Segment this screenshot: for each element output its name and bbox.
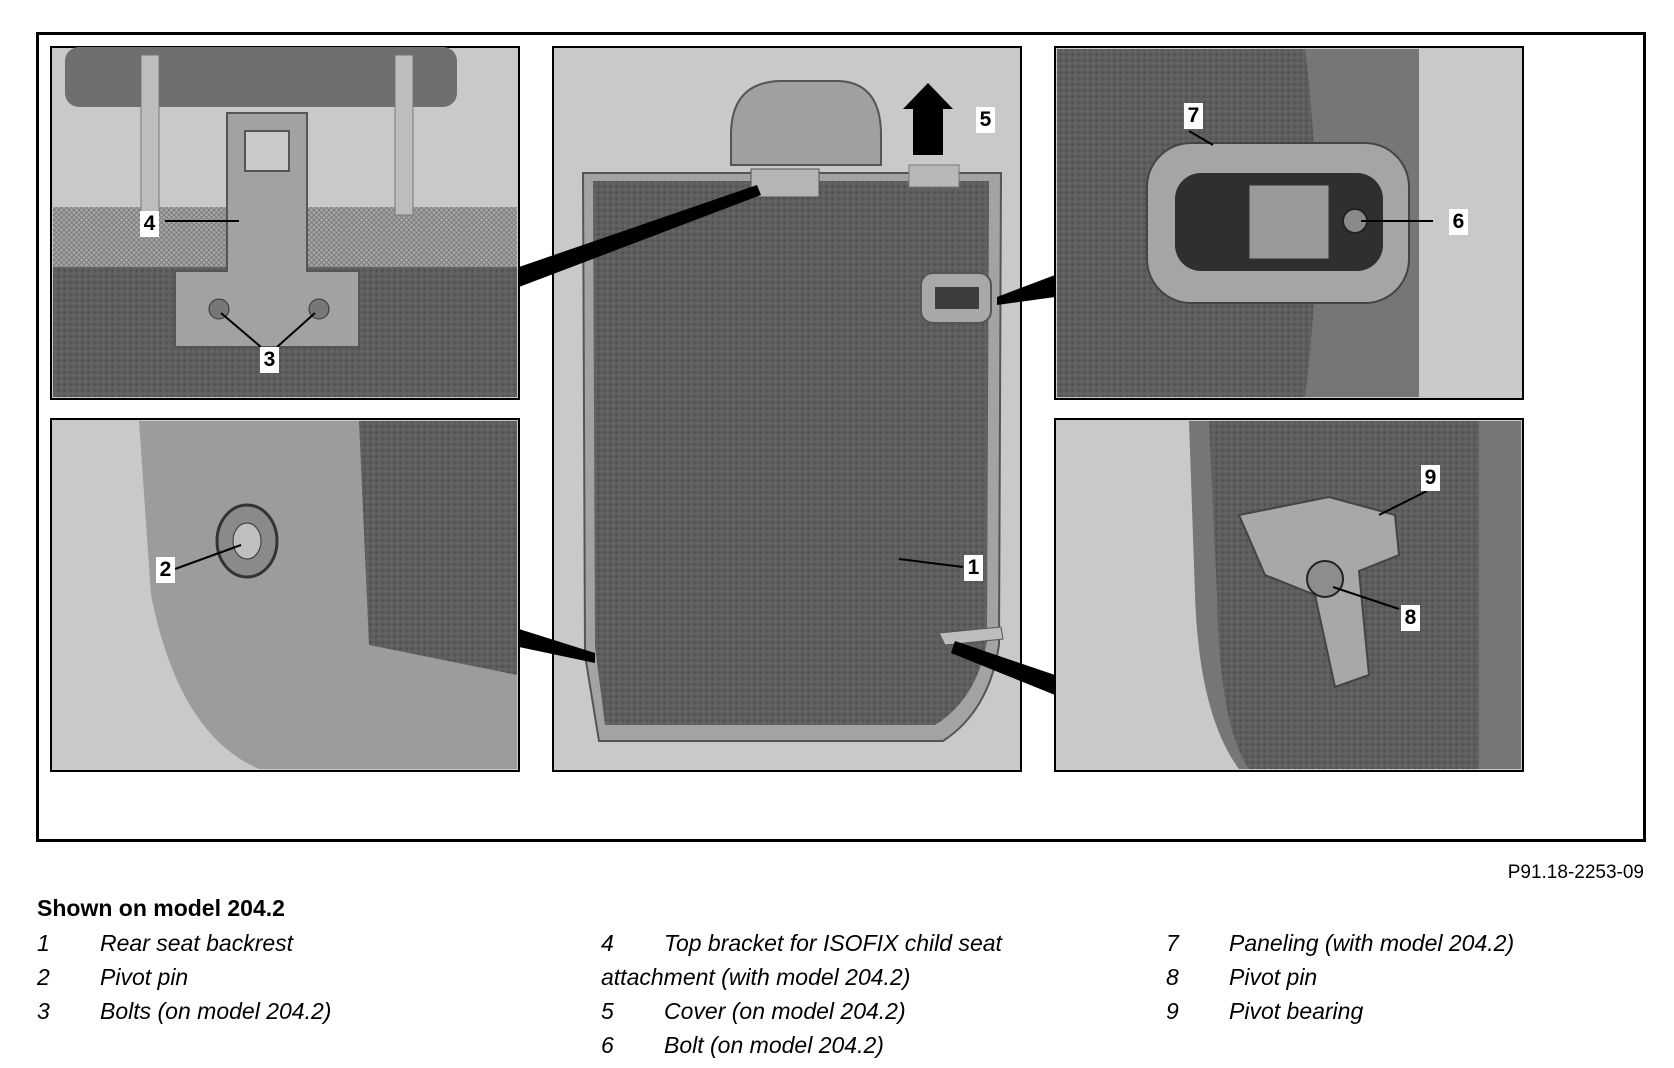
ref-label-5: 5 [976, 107, 995, 133]
legend-num: 1 [37, 930, 50, 956]
legend-num: 8 [1166, 964, 1179, 990]
ref-label-9: 9 [1421, 465, 1440, 491]
legend-item: 8 Pivot pin [1166, 960, 1514, 994]
legend-text-continued: attachment (with model 204.2) [601, 964, 911, 990]
legend-item: 3 Bolts (on model 204.2) [37, 994, 331, 1028]
legend-text: Bolt (on model 204.2) [664, 1032, 884, 1058]
legend-text: Rear seat backrest [100, 930, 294, 956]
legend-text: Cover (on model 204.2) [664, 998, 906, 1024]
legend-item: 7 Paneling (with model 204.2) [1166, 926, 1514, 960]
legend-num: 5 [601, 998, 614, 1024]
legend-item: 9 Pivot bearing [1166, 994, 1514, 1028]
ref-label-2: 2 [156, 557, 175, 583]
panel-top-bracket [50, 46, 520, 400]
ref-label-4: 4 [140, 211, 159, 237]
legend-text: Bolts (on model 204.2) [100, 998, 332, 1024]
seat-illustration [50, 46, 1524, 772]
panel-backrest [552, 46, 1022, 772]
figure-id: P91.18-2253-09 [1507, 862, 1644, 883]
legend-text: Pivot pin [1229, 964, 1318, 990]
ref-label-3: 3 [260, 347, 279, 373]
legend-num: 4 [601, 930, 614, 956]
legend-item: 1 Rear seat backrest [37, 926, 331, 960]
legend-num: 6 [601, 1032, 614, 1058]
legend-num: 9 [1166, 998, 1179, 1024]
ref-label-1: 1 [964, 555, 983, 581]
legend-item: 6 Bolt (on model 204.2) [601, 1028, 1002, 1062]
panel-paneling [1054, 46, 1524, 400]
ref-label-6: 6 [1449, 209, 1468, 235]
panel-pivot-bearing [1054, 418, 1524, 772]
legend-text: Paneling (with model 204.2) [1229, 930, 1515, 956]
legend-num: 7 [1166, 930, 1179, 956]
ref-label-7: 7 [1184, 103, 1203, 129]
legend-text: Pivot pin [100, 964, 189, 990]
legend-item: 5 Cover (on model 204.2) [601, 994, 1002, 1028]
ref-label-8: 8 [1401, 605, 1420, 631]
legend-num: 2 [37, 964, 50, 990]
legend-text: Top bracket for ISOFIX child seat [664, 930, 1002, 956]
panel-pivot-pin-left [50, 418, 520, 772]
legend-column-1: 1 Rear seat backrest 2 Pivot pin 3 Bolts (o… [37, 926, 331, 1028]
legend-title: Shown on model 204.2 [37, 895, 285, 921]
legend-item: 2 Pivot pin [37, 960, 331, 994]
legend-text: Pivot bearing [1229, 998, 1364, 1024]
legend-item: 4 Top bracket for ISOFIX child seat [601, 926, 1002, 960]
connectors [519, 185, 1055, 695]
figure-frame: 1 2 3 4 5 6 7 8 9 [36, 32, 1646, 842]
legend-column-2: 4 Top bracket for ISOFIX child seat attac… [601, 926, 1002, 1062]
legend-num: 3 [37, 998, 50, 1024]
